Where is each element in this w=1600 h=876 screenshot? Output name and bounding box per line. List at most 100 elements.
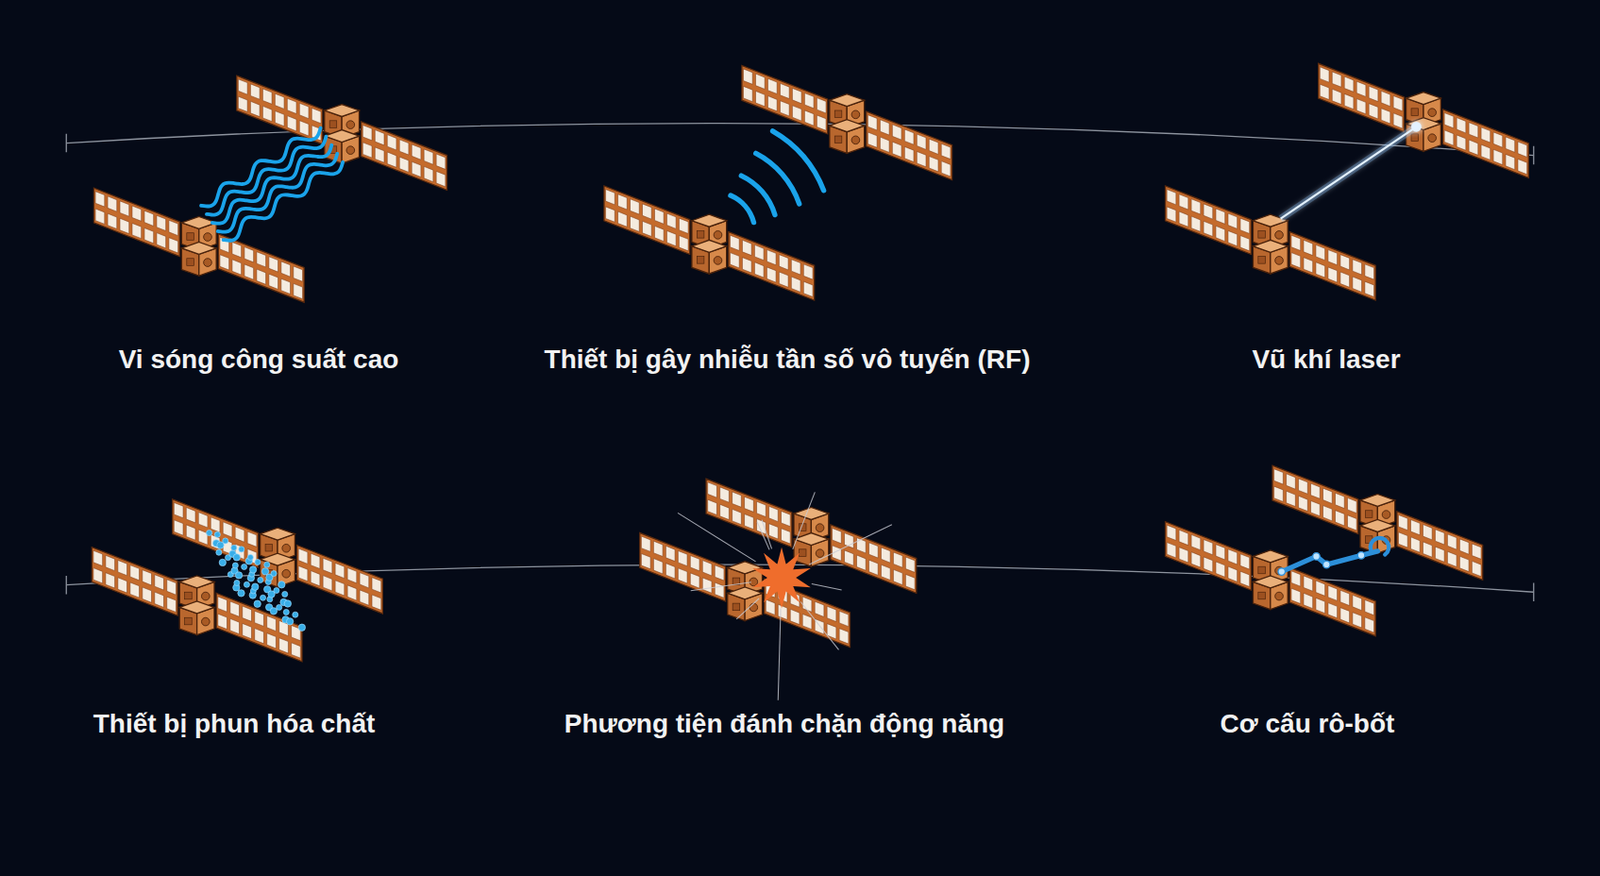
solar-cell <box>168 237 179 253</box>
solar-cell <box>1340 271 1350 287</box>
solar-cell <box>1286 490 1297 506</box>
solar-cell <box>1328 267 1338 283</box>
solar-cell <box>250 101 260 117</box>
solar-cell <box>1481 144 1491 160</box>
solar-cell <box>1456 117 1466 134</box>
solar-panel <box>236 75 323 144</box>
solar-panel <box>216 592 303 661</box>
solar-panel <box>297 545 384 614</box>
cube-port <box>1428 134 1437 143</box>
cube-top <box>691 239 727 253</box>
solar-cell <box>755 73 765 89</box>
solar-cell <box>729 252 740 269</box>
satellite <box>172 499 384 614</box>
solar-cell <box>335 562 345 578</box>
solar-cell <box>791 259 801 275</box>
impact-spark <box>690 582 752 591</box>
solar-cell <box>1178 529 1189 545</box>
cube-top <box>324 104 360 118</box>
solar-cell <box>928 138 939 154</box>
cube-hatch <box>185 591 193 600</box>
solar-cell <box>242 606 253 622</box>
solar-cell <box>856 538 866 554</box>
solar-cell <box>93 568 103 584</box>
solar-cell <box>1493 149 1503 165</box>
solar-cell <box>1323 488 1333 504</box>
solar-cell <box>892 552 903 568</box>
solar-cell <box>237 96 248 112</box>
solar-cell <box>1291 252 1301 269</box>
solar-cell <box>1447 551 1457 567</box>
cube-top <box>1406 92 1442 105</box>
laser-beam <box>1280 121 1422 219</box>
spray-droplet <box>261 568 269 575</box>
solar-cell <box>362 124 372 140</box>
solar-cell <box>436 153 446 169</box>
solar-cell <box>779 101 790 117</box>
solar-cell <box>291 642 302 658</box>
spray-droplet <box>243 581 250 588</box>
solar-panel <box>1164 185 1251 254</box>
solar-cell <box>167 596 177 612</box>
solar-cell <box>359 572 370 589</box>
cube-hatch <box>1258 591 1266 600</box>
solar-cell <box>244 247 254 263</box>
solar-cell <box>144 210 154 226</box>
solar-cell <box>844 550 855 566</box>
solar-cell <box>1468 139 1479 155</box>
solar-cell <box>1456 134 1466 151</box>
solar-cell <box>702 577 712 593</box>
solar-cell <box>142 587 152 603</box>
solar-cell <box>1505 136 1516 152</box>
satellite <box>1164 185 1376 301</box>
impact-spark <box>811 584 843 590</box>
cube-port <box>203 258 213 268</box>
solar-cell <box>1398 532 1409 548</box>
spray-droplet <box>206 530 213 537</box>
caption-label: Cơ cấu rô-bốt <box>1220 707 1396 741</box>
solar-cell <box>1459 555 1469 572</box>
solar-cell <box>298 548 308 564</box>
solar-cell <box>640 553 651 569</box>
solar-cell <box>1352 276 1363 292</box>
solar-cell <box>1215 561 1226 577</box>
solar-panel <box>604 185 691 254</box>
solar-cell <box>666 213 676 229</box>
cube-top <box>1252 550 1288 563</box>
cube-top <box>727 587 763 600</box>
cube-port <box>1275 591 1284 601</box>
solar-cell <box>892 124 902 140</box>
cube-port <box>851 135 860 145</box>
solar-cell <box>1203 539 1213 556</box>
solar-cell <box>665 545 675 561</box>
cube-hatch <box>696 256 705 265</box>
solar-cell <box>732 508 742 524</box>
spray-droplet <box>254 558 261 565</box>
cube-top <box>179 601 215 614</box>
solar-cell <box>218 613 228 629</box>
solar-cell <box>173 520 184 536</box>
solar-cell <box>322 557 333 573</box>
solar-cell <box>298 565 308 581</box>
spray-droplet <box>260 594 267 601</box>
solar-cell <box>1303 257 1314 273</box>
solar-cell <box>867 115 877 131</box>
solar-cell <box>769 523 779 539</box>
solar-cell <box>905 556 915 573</box>
solar-cell <box>411 144 422 160</box>
solar-cell <box>754 244 764 260</box>
solar-cell <box>1398 514 1409 530</box>
rf-arc <box>741 175 775 215</box>
satellite <box>604 185 815 301</box>
solar-cell <box>720 487 730 503</box>
impact-spark <box>677 512 757 562</box>
solar-cell <box>666 230 676 246</box>
spray-droplet <box>253 600 261 607</box>
impact-spark <box>757 522 770 551</box>
cube-port <box>713 256 723 266</box>
solar-cell <box>677 550 688 566</box>
impact-spark <box>800 601 839 650</box>
solar-cell <box>1422 524 1432 540</box>
arm-joint <box>1323 560 1331 569</box>
solar-cell <box>707 499 718 515</box>
